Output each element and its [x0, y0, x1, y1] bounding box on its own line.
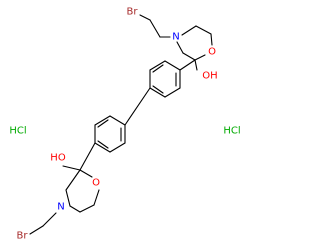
bottom-bromine-label: Br: [17, 231, 29, 242]
hcl-salt-right-label: HCl: [223, 126, 240, 137]
chemical-structure: Br N O OH HO O N Br HCl HCl: [9, 7, 240, 242]
bottom-carbinol-bonds: [62, 142, 96, 171]
hcl-salt-left-label: HCl: [9, 126, 26, 137]
biphenyl-link-bond: [124, 87, 151, 126]
top-hydroxyl-label: OH: [202, 71, 217, 82]
top-morpholine-ring: [176, 25, 213, 61]
bottom-phenyl-ring: [94, 115, 126, 153]
top-ring-oxygen-label: O: [208, 47, 216, 58]
bottom-hydroxyl-label: HO: [50, 153, 66, 164]
top-nitrogen-label: N: [172, 32, 179, 43]
bottom-ring-oxygen-label: O: [92, 178, 100, 189]
top-bromine-label: Br: [127, 7, 139, 18]
top-carbinol-bonds: [179, 59, 198, 71]
bottom-bromoethyl-chain: [29, 212, 57, 235]
top-bromoethyl-chain: [139, 14, 171, 38]
top-phenyl-ring: [149, 60, 181, 98]
bottom-nitrogen-label: N: [57, 202, 64, 213]
bottom-morpholine-ring: [65, 169, 100, 213]
